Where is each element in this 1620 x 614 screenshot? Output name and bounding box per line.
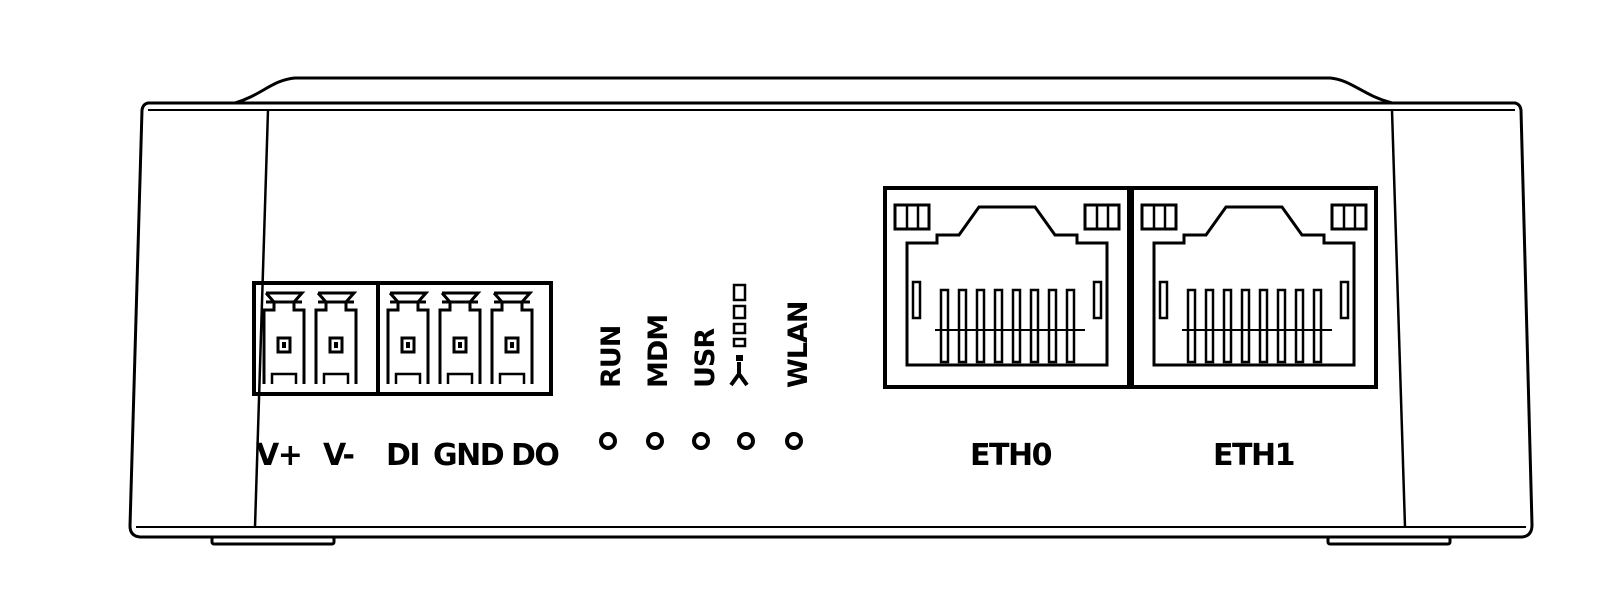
led-label-usr: USR: [690, 328, 721, 388]
led-run: [599, 432, 617, 450]
right-foot: [1326, 535, 1452, 546]
terminal-label-di: DI: [386, 438, 419, 473]
indicator-labels: RUN MDM USR WLAN: [596, 283, 814, 388]
led-mdm: [646, 432, 664, 450]
eth0-label: ETH0: [970, 438, 1052, 473]
device-lid: [234, 76, 1393, 105]
rj45-port-0: [883, 186, 1131, 389]
terminal-slot: [490, 291, 534, 384]
terminal-slot: [314, 291, 358, 384]
eth1-label: ETH1: [1213, 438, 1294, 473]
terminal-block: [252, 281, 553, 396]
terminal-slot: [262, 291, 306, 384]
indicator-leds: [599, 432, 803, 450]
led-label-wlan: WLAN: [783, 302, 814, 388]
ethernet-ports: [883, 186, 1378, 389]
led-signal: [737, 432, 755, 450]
device-enclosure: [128, 101, 1534, 539]
led-label-run: RUN: [596, 326, 627, 388]
terminal-label-vminus: V-: [323, 438, 354, 473]
led-label-mdm: MDM: [643, 315, 674, 388]
led-usr: [692, 432, 710, 450]
terminal-label-vplus: V+: [256, 438, 301, 473]
signal-strength-icon: [729, 283, 749, 387]
terminal-slot: [438, 291, 482, 384]
terminal-labels: V+ V- DI GND DO: [256, 438, 560, 473]
terminal-label-gnd: GND: [433, 438, 504, 473]
terminal-slot: [386, 291, 430, 384]
right-side-panel: [1390, 109, 1407, 528]
left-foot: [210, 535, 336, 546]
led-wlan: [785, 432, 803, 450]
left-side-panel: [253, 109, 270, 528]
rj45-port-1: [1130, 186, 1378, 389]
terminal-label-do: DO: [511, 438, 558, 473]
